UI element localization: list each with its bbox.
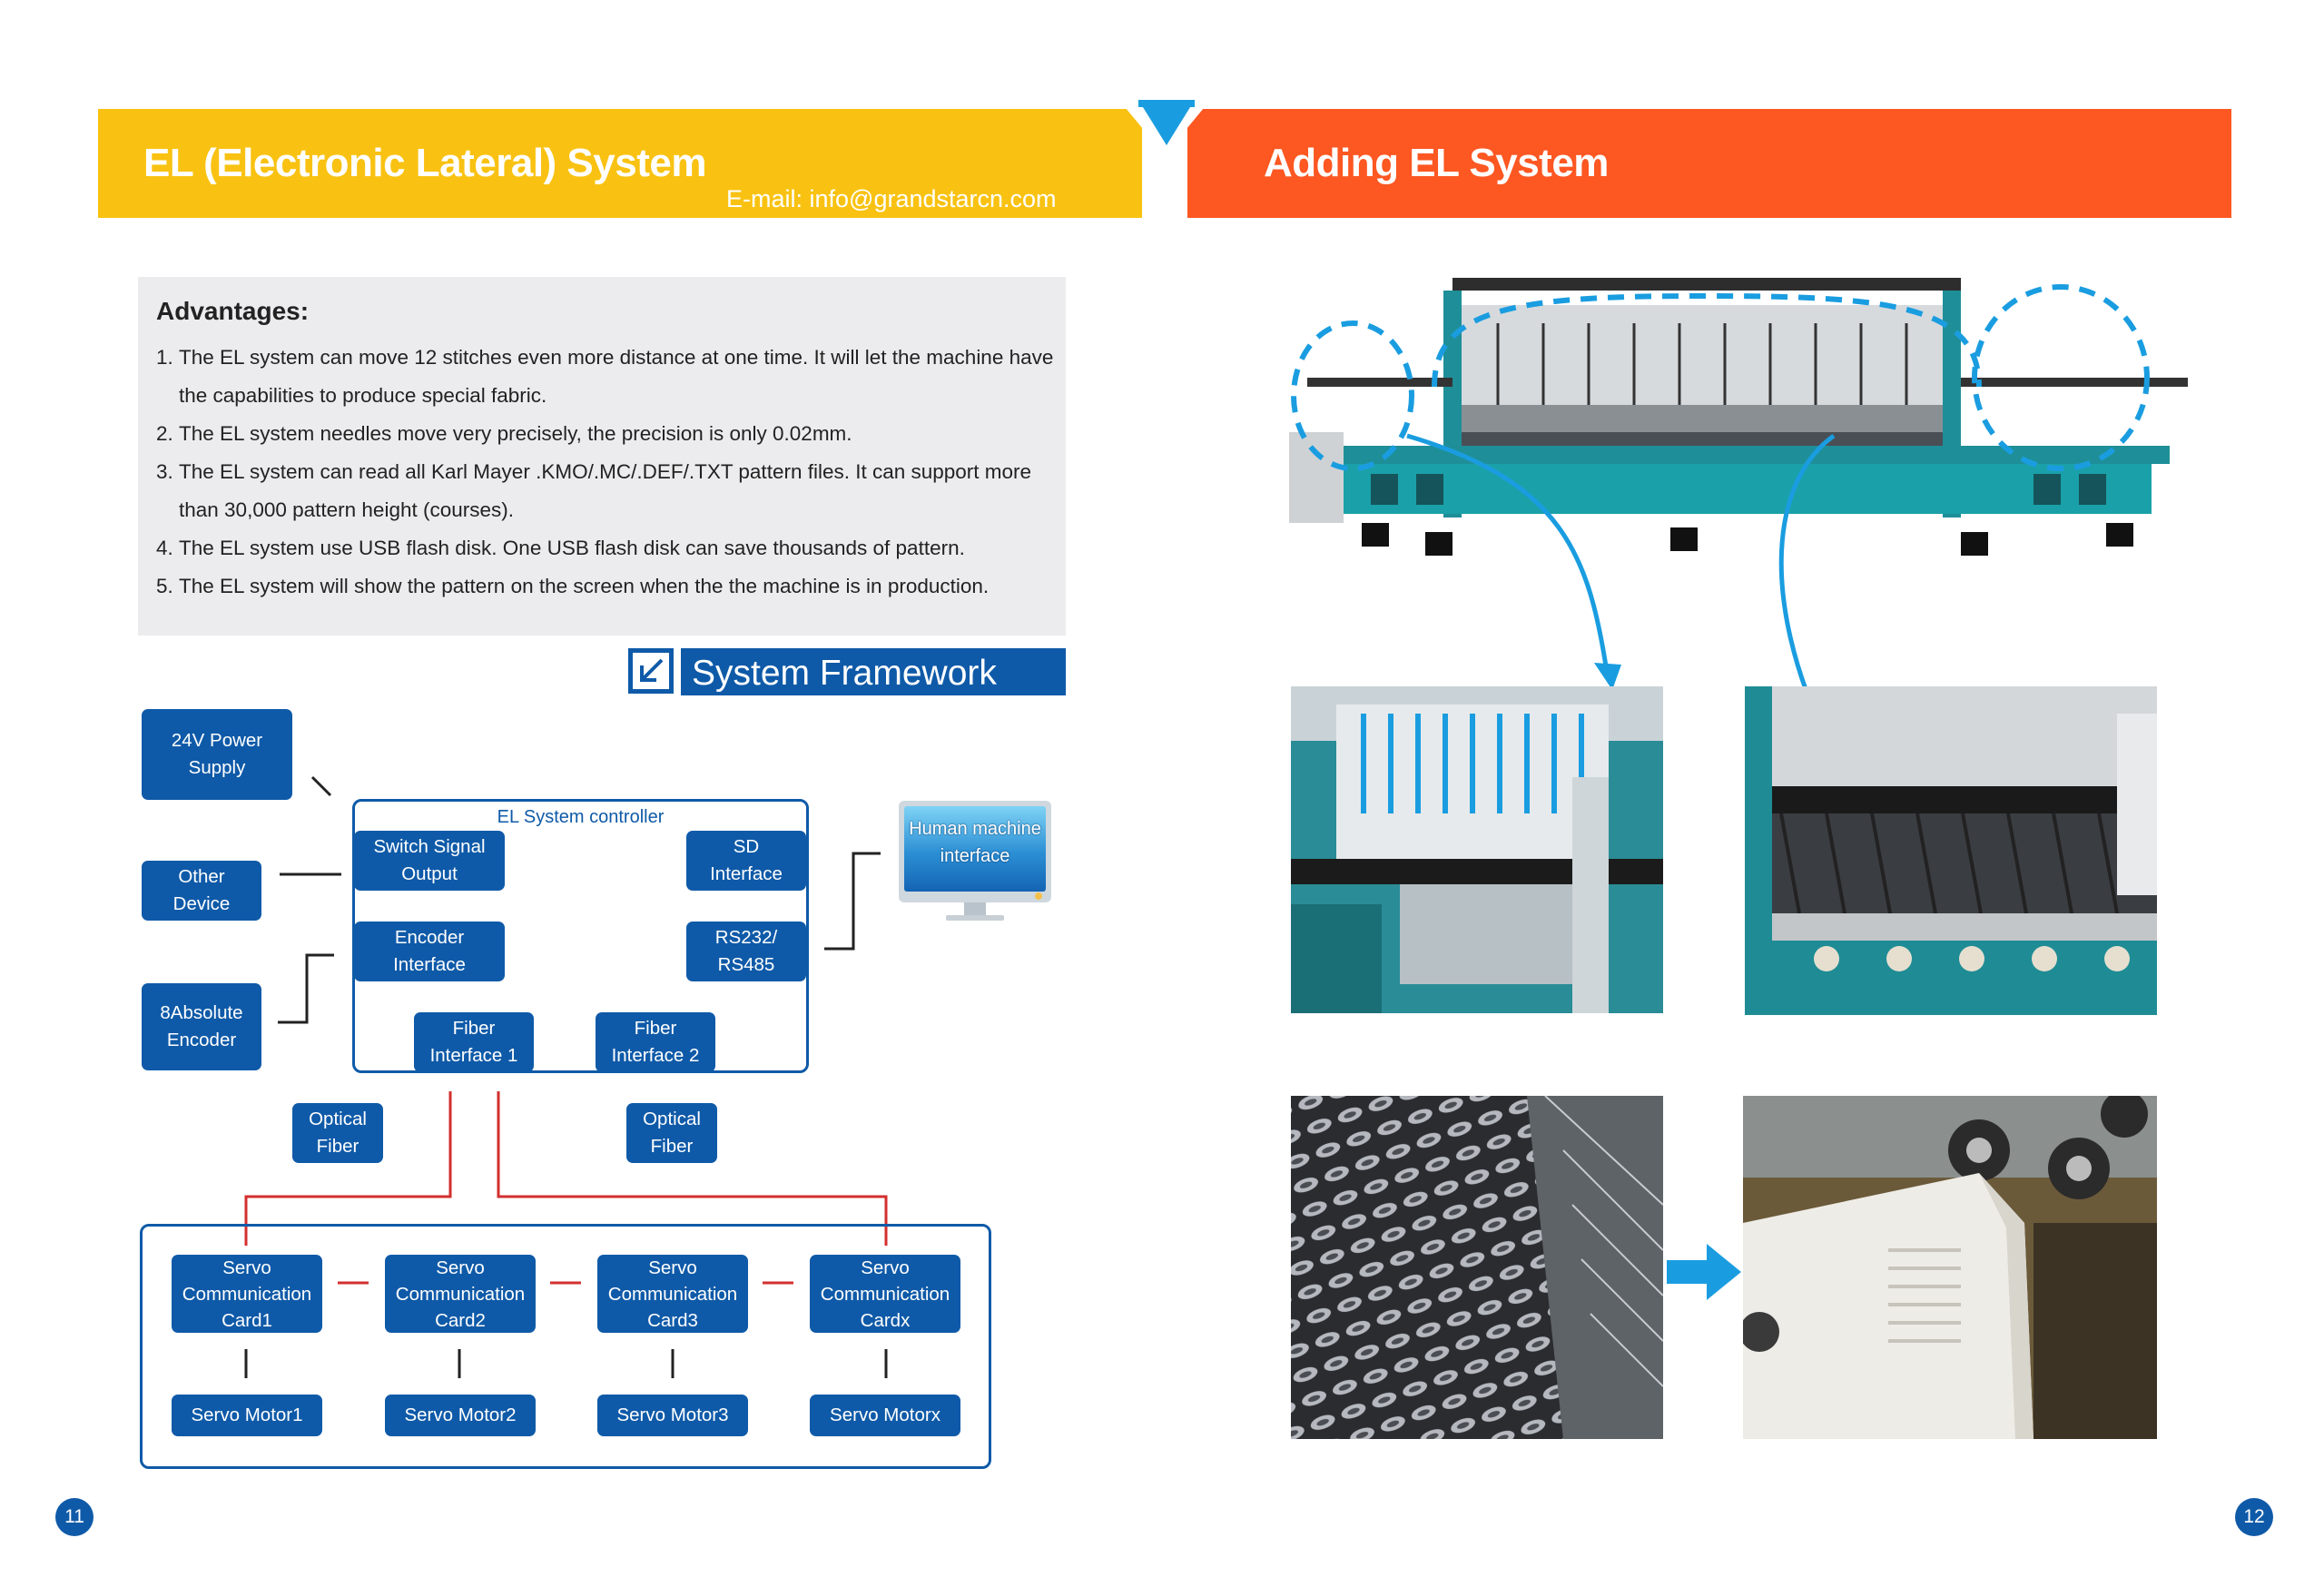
optical-fiber-label: Optical Fiber [292, 1103, 383, 1163]
header-diamond-icon [1126, 98, 1204, 154]
right-header-bar: Adding EL System [1187, 109, 2231, 218]
power-supply-box: 24V Power Supply [142, 709, 292, 800]
el-closeup-photo-2 [1745, 686, 2157, 1015]
switch-signal-output-box: Switch Signal Output [354, 831, 505, 891]
el-closeup-photo-1 [1291, 686, 1663, 1013]
arrow-down-left-icon [628, 648, 674, 694]
sd-interface-box: SD Interface [686, 831, 806, 891]
page-number-right: 12 [2235, 1498, 2273, 1536]
fiber-interface-2-box: Fiber Interface 2 [596, 1012, 715, 1072]
fabric-photo [1291, 1096, 1663, 1439]
absolute-encoder-box: 8Absolute Encoder [142, 983, 261, 1070]
warp-knitting-machine-photo [1289, 269, 2206, 586]
el-control-cabinet-photo [1743, 1096, 2157, 1439]
servo-group-frame [140, 1224, 991, 1469]
servo-card-box: Servo Communication Card1 [172, 1255, 322, 1333]
left-page-title: EL (Electronic Lateral) System [143, 141, 706, 185]
arrow-right-icon [1667, 1244, 1741, 1300]
el-system-controller: EL System controller [352, 799, 809, 1073]
other-device-box: Other Device [142, 861, 261, 921]
servo-card-box: Servo Communication Card2 [385, 1255, 536, 1333]
framework-heading: System Framework [681, 648, 1066, 695]
advantages-panel: Advantages: 1.The EL system can move 12 … [138, 277, 1066, 636]
advantage-item: 2.The EL system needles move very precis… [156, 422, 852, 445]
optical-fiber-label: Optical Fiber [626, 1103, 717, 1163]
hmi-monitor-icon: Human machine interface [899, 801, 1051, 928]
encoder-interface-box: Encoder Interface [354, 922, 505, 981]
fiber-interface-1-box: Fiber Interface 1 [414, 1012, 534, 1072]
advantage-item: 4.The EL system use USB flash disk. One … [156, 537, 965, 559]
servo-motor-box: Servo Motorx [810, 1395, 960, 1436]
rs232-rs485-box: RS232/ RS485 [686, 922, 806, 981]
servo-card-box: Servo Communication Cardx [810, 1255, 960, 1333]
servo-card-box: Servo Communication Card3 [597, 1255, 748, 1333]
left-header-bar: EL (Electronic Lateral) System E-mail: i… [98, 109, 1142, 218]
hmi-label: Human machine interface [909, 819, 1041, 866]
servo-motor-box: Servo Motor1 [172, 1395, 322, 1436]
servo-motor-box: Servo Motor3 [597, 1395, 748, 1436]
right-page-title: Adding EL System [1264, 141, 1609, 185]
advantages-title: Advantages: [156, 297, 310, 325]
advantages-list: 1.The EL system can move 12 stitches eve… [156, 339, 1055, 606]
advantage-item: 3.The EL system can read all Karl Mayer … [156, 460, 1032, 521]
framework-title: System Framework [692, 654, 997, 693]
advantage-item: 5.The EL system will show the pattern on… [156, 575, 990, 597]
page-number-left: 11 [55, 1498, 94, 1536]
controller-title: EL System controller [497, 807, 665, 827]
servo-motor-box: Servo Motor2 [385, 1395, 536, 1436]
contact-email: E-mail: info@grandstarcn.com [726, 185, 1057, 212]
advantage-item: 1.The EL system can move 12 stitches eve… [156, 346, 1054, 407]
